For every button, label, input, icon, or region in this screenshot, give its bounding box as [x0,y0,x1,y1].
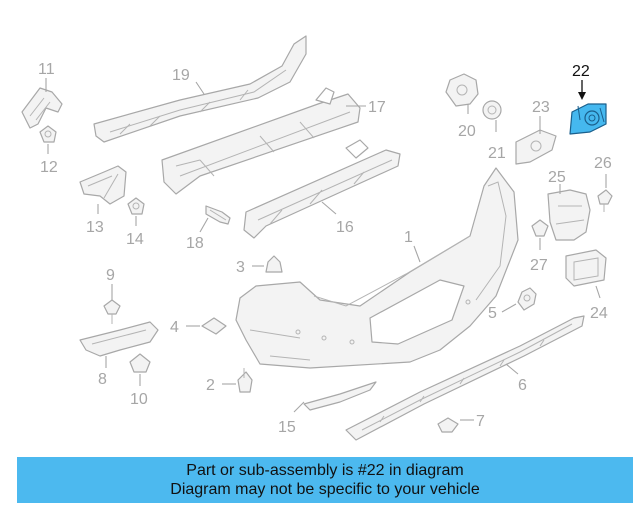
callout-12: 12 [40,159,58,176]
callout-19: 19 [172,67,190,84]
banner-line-1: Part or sub-assembly is #22 in diagram [186,462,464,479]
part-26: 26 [594,155,613,212]
part-9: 9 [103,267,121,324]
callout-21: 21 [488,145,506,162]
part-21: 21 [482,100,506,162]
callout-13: 13 [86,219,104,236]
callout-25: 25 [548,169,566,186]
callout-2: 2 [206,377,215,394]
part-12: 12 [39,125,58,176]
part-27: 27 [530,219,549,274]
part-22: 22 [569,63,607,135]
parts-diagram: 11 12 19 17 16 13 [21,35,613,441]
callout-11: 11 [38,61,55,78]
part-10: 10 [129,353,151,408]
callout-5: 5 [488,305,497,322]
part-7: 7 [437,413,485,433]
part-18: 18 [186,205,231,252]
callout-20: 20 [458,123,476,140]
callout-27: 27 [530,257,548,274]
part-25: 25 [547,169,591,241]
callout-24: 24 [590,305,608,322]
callout-7: 7 [476,413,485,430]
part-5: 5 [488,287,537,322]
part-2: 2 [206,368,253,394]
callout-3: 3 [236,259,245,276]
callout-26: 26 [594,155,612,172]
part-20: 20 [445,73,479,140]
part-14: 14 [126,197,145,248]
part-17: 17 [161,87,386,195]
callout-6: 6 [518,377,527,394]
callout-14: 14 [126,231,144,248]
part-19: 19 [93,35,307,143]
callout-10: 10 [130,391,148,408]
part-4: 4 [170,317,227,336]
part-16: 16 [243,139,401,239]
part-15: 15 [278,381,377,436]
part-23: 23 [515,99,557,165]
callout-22: 22 [572,63,590,80]
callout-9: 9 [106,267,115,284]
callout-8: 8 [98,371,107,388]
info-banner: Part or sub-assembly is #22 in diagram D… [17,457,633,503]
callout-18: 18 [186,235,204,252]
callout-16: 16 [336,219,354,236]
callout-15: 15 [278,419,296,436]
callout-4: 4 [170,319,179,336]
part-13: 13 [79,165,127,236]
part-1: 1 [235,167,519,369]
callout-23: 23 [532,99,550,116]
banner-line-2: Diagram may not be specific to your vehi… [170,481,480,498]
part-6: 6 [345,315,585,441]
callout-17: 17 [368,99,386,116]
part-8: 8 [79,321,159,388]
callout-1: 1 [404,229,413,246]
part-3: 3 [236,255,283,276]
part-24: 24 [565,249,608,322]
part-11: 11 [21,61,63,129]
